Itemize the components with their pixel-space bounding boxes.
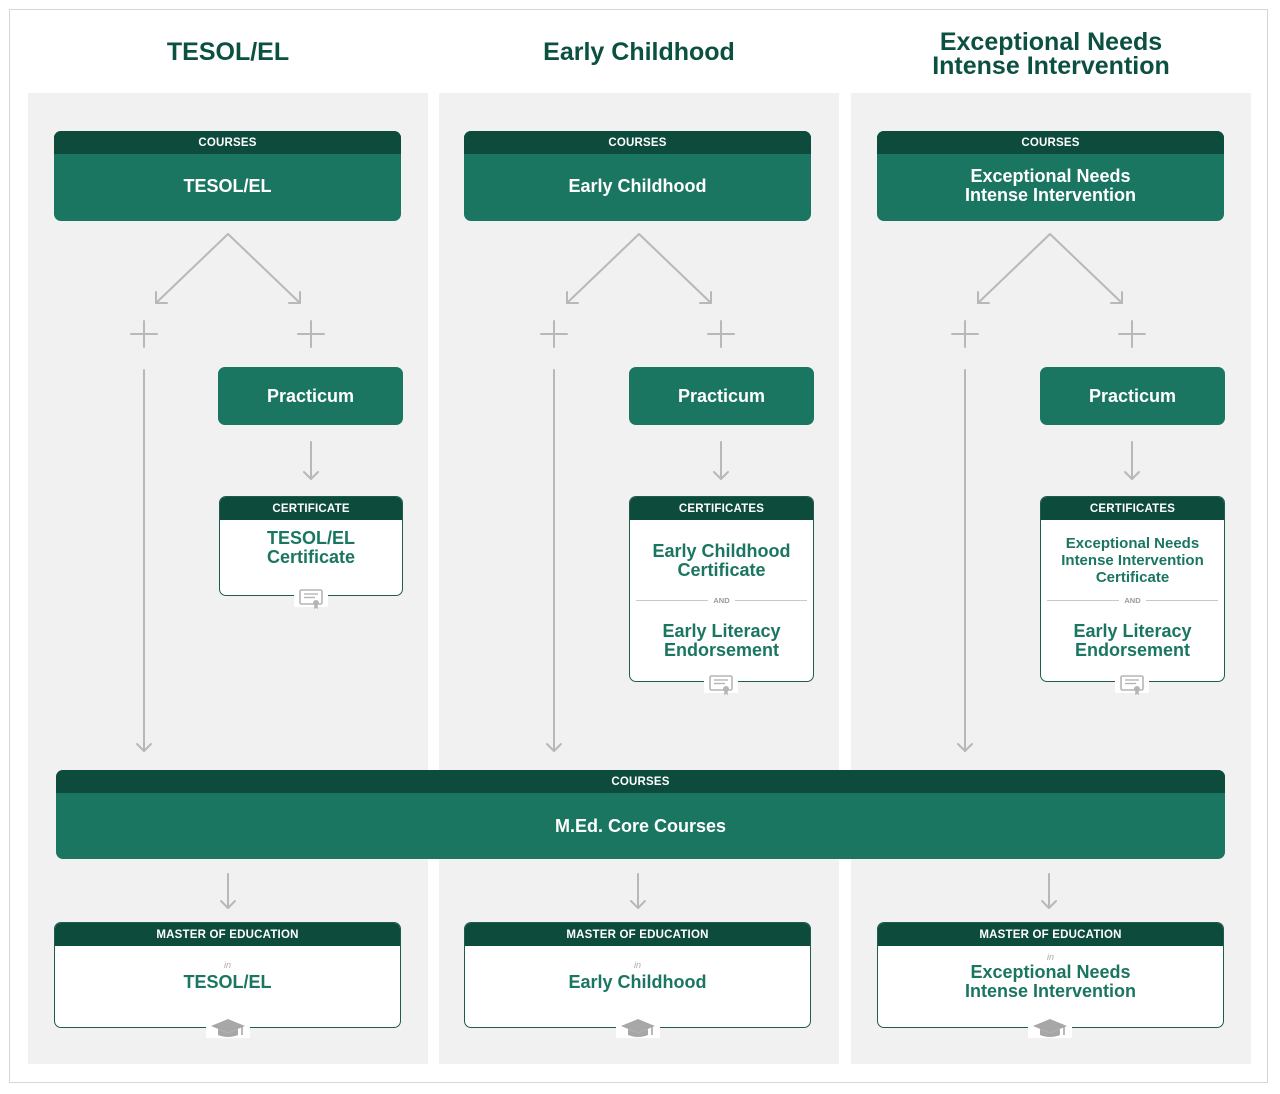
courses-name: Early Childhood: [568, 176, 707, 196]
certificate-icon: [1115, 675, 1149, 696]
master-box-early-childhood: MASTER OF EDUCATION in Early Childhood: [464, 922, 811, 1028]
master-label: MASTER OF EDUCATION: [465, 923, 810, 946]
and-divider: AND: [636, 595, 807, 607]
courses-box-exceptional-needs: COURSES Exceptional Needs Intense Interv…: [877, 131, 1224, 221]
arrow-down-icon: [546, 369, 562, 752]
arrow-down-icon: [136, 369, 152, 752]
practicum-box-early-childhood: Practicum: [629, 367, 814, 425]
arrow-down-icon: [630, 873, 646, 909]
split-arrows-exceptional-needs: [977, 233, 1123, 304]
certificate-icon: [294, 589, 328, 610]
diagram-frame: [9, 9, 1268, 1083]
graduation-cap-icon: [206, 1018, 250, 1038]
plus-icon: [130, 320, 158, 348]
and-label: AND: [1124, 596, 1141, 605]
master-box-tesol: MASTER OF EDUCATION in TESOL/EL: [54, 922, 401, 1028]
core-courses-box: COURSES M.Ed. Core Courses: [56, 770, 1225, 859]
master-in-word: in: [1046, 952, 1054, 962]
core-courses-label: COURSES: [56, 770, 1225, 793]
certificates-box-exceptional-needs: CERTIFICATES Exceptional Needs Intense I…: [1040, 496, 1225, 682]
courses-label: COURSES: [54, 131, 401, 154]
certificate-icon: [704, 675, 738, 696]
arrow-down-icon: [303, 441, 319, 480]
plus-icon: [540, 320, 568, 348]
certificate-box-tesol: CERTIFICATE TESOL/EL Certificate: [219, 496, 403, 596]
master-in-word: in: [633, 960, 641, 970]
column-title-tesol: TESOL/EL: [166, 38, 290, 66]
column-title-early-childhood: Early Childhood: [543, 38, 735, 66]
certificates-label: CERTIFICATES: [630, 497, 813, 520]
plus-icon: [707, 320, 735, 348]
master-box-exceptional-needs: MASTER OF EDUCATION in Exceptional Needs…: [877, 922, 1224, 1028]
practicum-box-tesol: Practicum: [218, 367, 403, 425]
certificate-name: Early Childhood Certificate: [652, 541, 791, 580]
courses-box-early-childhood: COURSES Early Childhood: [464, 131, 811, 221]
graduation-cap-icon: [616, 1018, 660, 1038]
certificate-label: CERTIFICATE: [220, 497, 402, 520]
arrow-down-icon: [1041, 873, 1057, 909]
master-label: MASTER OF EDUCATION: [878, 923, 1223, 946]
master-name: Early Childhood: [568, 972, 707, 992]
master-in-word: in: [223, 960, 231, 970]
split-arrows-early-childhood: [566, 233, 712, 304]
graduation-cap-icon: [1028, 1018, 1072, 1038]
master-label: MASTER OF EDUCATION: [55, 923, 400, 946]
endorsement-name: Early Literacy Endorsement: [662, 621, 781, 660]
column-title-exceptional-needs: Exceptional Needs Intense Intervention: [932, 28, 1170, 80]
master-name: TESOL/EL: [183, 972, 272, 992]
and-divider: AND: [1047, 595, 1218, 607]
courses-label: COURSES: [877, 131, 1224, 154]
core-courses-name: M.Ed. Core Courses: [554, 816, 727, 836]
split-arrows-tesol: [155, 233, 301, 304]
master-name: Exceptional Needs Intense Intervention: [964, 962, 1137, 1001]
arrow-down-icon: [957, 369, 973, 752]
arrow-down-icon: [220, 873, 236, 909]
endorsement-name: Early Literacy Endorsement: [1073, 621, 1192, 660]
arrow-down-icon: [1124, 441, 1140, 480]
practicum-box-exceptional-needs: Practicum: [1040, 367, 1225, 425]
plus-icon: [951, 320, 979, 348]
certificate-name: Exceptional Needs Intense Intervention C…: [1061, 535, 1204, 586]
courses-box-tesol: COURSES TESOL/EL: [54, 131, 401, 221]
arrow-down-icon: [713, 441, 729, 480]
certificate-name: TESOL/EL Certificate: [266, 528, 356, 567]
plus-icon: [1118, 320, 1146, 348]
certificates-box-early-childhood: CERTIFICATES Early Childhood Certificate…: [629, 496, 814, 682]
courses-label: COURSES: [464, 131, 811, 154]
courses-name: Exceptional Needs Intense Intervention: [964, 166, 1137, 205]
plus-icon: [297, 320, 325, 348]
certificates-label: CERTIFICATES: [1041, 497, 1224, 520]
courses-name: TESOL/EL: [183, 176, 272, 196]
and-label: AND: [713, 596, 730, 605]
